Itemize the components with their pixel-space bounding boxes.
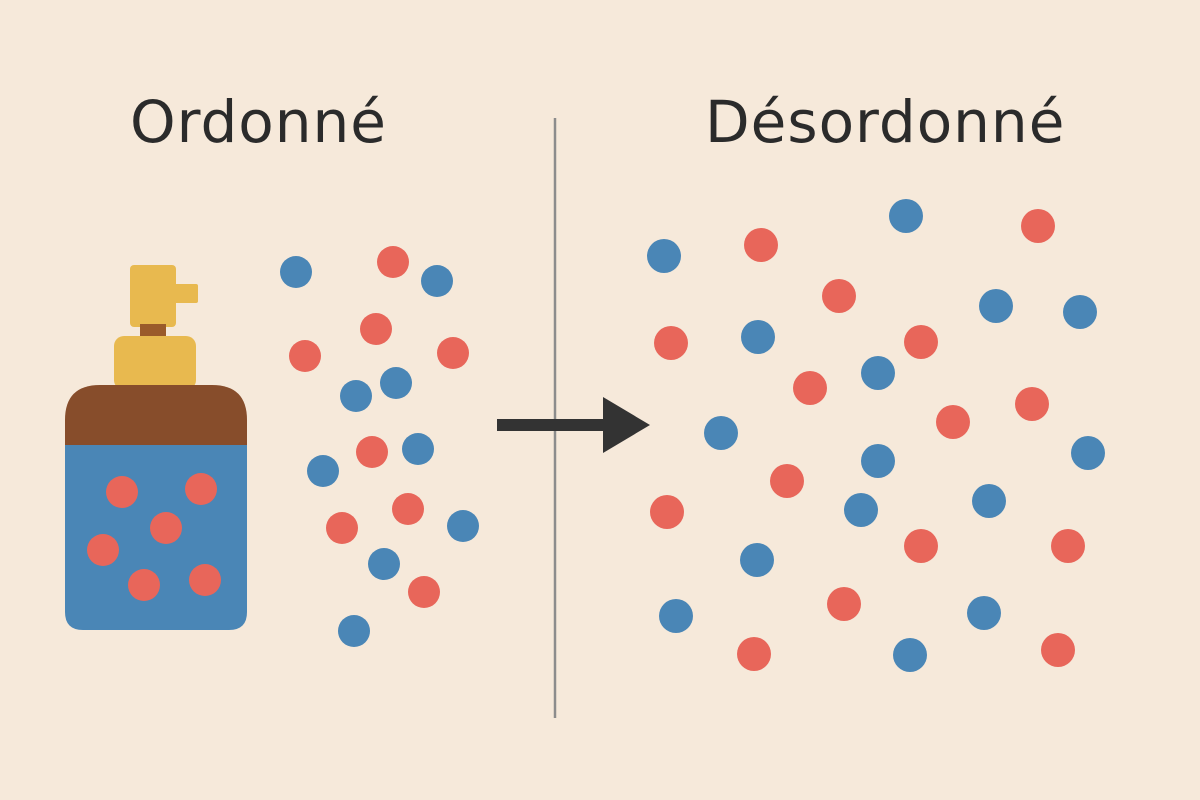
bottle-particle-red (106, 476, 138, 508)
particle-red (356, 436, 388, 468)
particle-blue (979, 289, 1013, 323)
particle-red (654, 326, 688, 360)
bottle-shoulder (65, 385, 247, 445)
particle-red (392, 493, 424, 525)
pump-head (130, 265, 176, 327)
arrow-head (603, 397, 650, 453)
particle-red (437, 337, 469, 369)
bottle-particles (87, 473, 221, 601)
particle-red (1041, 633, 1075, 667)
pump-collar (114, 336, 196, 390)
particle-red (408, 576, 440, 608)
particle-red (904, 325, 938, 359)
right-arrow-icon (497, 397, 650, 453)
spray-bottle-icon (65, 265, 247, 630)
particle-red (737, 637, 771, 671)
particle-blue (1063, 295, 1097, 329)
arrow-shaft (497, 419, 609, 431)
particle-blue (861, 444, 895, 478)
bottle-particle-red (150, 512, 182, 544)
bottle-particle-red (189, 564, 221, 596)
particle-blue (659, 599, 693, 633)
particle-blue (338, 615, 370, 647)
disordered-particle-scatter (647, 199, 1105, 672)
particle-red (360, 313, 392, 345)
particle-red (822, 279, 856, 313)
ordered-title: Ordonné (130, 88, 387, 156)
particle-blue (893, 638, 927, 672)
particle-blue (647, 239, 681, 273)
particle-blue (740, 543, 774, 577)
particle-red (650, 495, 684, 529)
particle-red (1015, 387, 1049, 421)
particle-red (1051, 529, 1085, 563)
particle-red (936, 405, 970, 439)
particle-red (770, 464, 804, 498)
particle-red (377, 246, 409, 278)
particle-blue (307, 455, 339, 487)
bottle-particle-red (87, 534, 119, 566)
particle-blue (402, 433, 434, 465)
particle-blue (447, 510, 479, 542)
particle-red (904, 529, 938, 563)
particle-blue (844, 493, 878, 527)
pump-neck (140, 324, 166, 338)
particle-blue (380, 367, 412, 399)
particle-blue (967, 596, 1001, 630)
particle-red (289, 340, 321, 372)
particle-red (793, 371, 827, 405)
particle-blue (340, 380, 372, 412)
pump-nozzle (174, 284, 198, 303)
particle-blue (972, 484, 1006, 518)
particle-blue (1071, 436, 1105, 470)
particle-red (326, 512, 358, 544)
particle-blue (889, 199, 923, 233)
disordered-title: Désordonné (705, 88, 1066, 156)
ordered-particle-cloud (280, 246, 479, 647)
particle-blue (421, 265, 453, 297)
particle-blue (704, 416, 738, 450)
particle-red (827, 587, 861, 621)
particle-blue (280, 256, 312, 288)
particle-blue (861, 356, 895, 390)
bottle-particle-red (185, 473, 217, 505)
particle-blue (368, 548, 400, 580)
particle-blue (741, 320, 775, 354)
particle-red (744, 228, 778, 262)
particle-red (1021, 209, 1055, 243)
bottle-particle-red (128, 569, 160, 601)
